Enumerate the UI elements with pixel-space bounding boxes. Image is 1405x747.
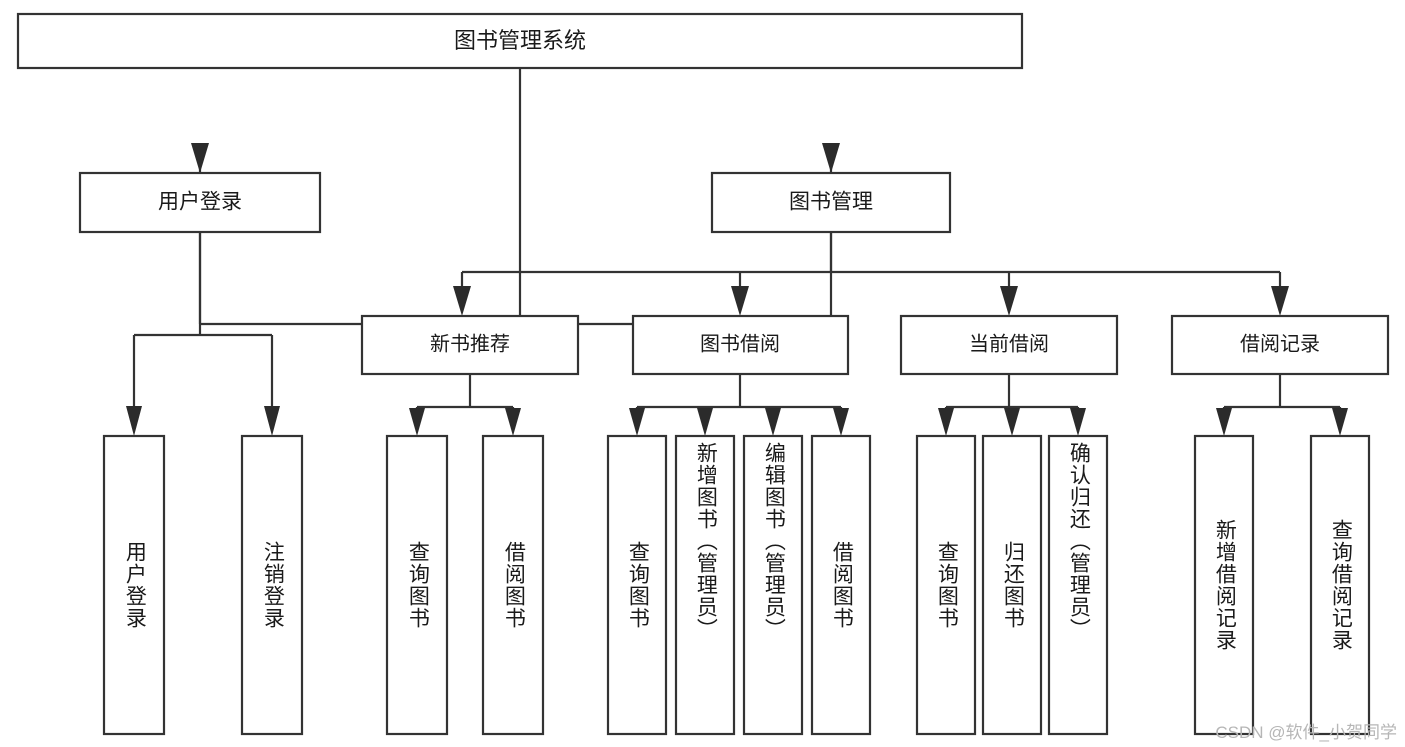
arrow-head-leaf-add-borrow-record — [1216, 408, 1232, 436]
arrow-head-leaf-return-book — [1004, 408, 1020, 436]
node-leaf-query-book-rec[interactable] — [385, 434, 449, 736]
arrow-head-current-borrow — [1000, 286, 1018, 316]
node-book-borrow[interactable] — [631, 314, 850, 376]
connector-layer — [126, 68, 1348, 436]
arrow-head-leaf-user-logout — [264, 406, 280, 436]
arrow-head-leaf-borrow-book-rec — [505, 408, 521, 436]
node-borrow-record-label: 借阅记录 — [1240, 332, 1320, 355]
node-user-login-label: 用户登录 — [158, 191, 242, 214]
node-leaf-borrow-book-rec[interactable] — [481, 434, 545, 736]
node-leaf-add-borrow-record[interactable] — [1193, 434, 1255, 736]
node-new-book-rec-label: 新书推荐 — [430, 332, 510, 355]
node-leaf-confirm-return[interactable] — [1047, 434, 1109, 736]
node-new-book-rec[interactable] — [360, 314, 580, 376]
node-leaf-return-book[interactable] — [981, 434, 1043, 736]
node-leaf-borrow-book[interactable] — [810, 434, 872, 736]
node-current-borrow[interactable] — [899, 314, 1119, 376]
arrow-head-leaf-borrow-book — [833, 408, 849, 436]
arrow-head-book-borrow — [731, 286, 749, 316]
arrow-head-leaf-query-book-rec — [409, 408, 425, 436]
node-leaf-add-book-admin[interactable] — [674, 434, 736, 736]
arrow-head-leaf-add-book-admin — [697, 408, 713, 436]
node-leaf-edit-book-admin[interactable] — [742, 434, 804, 736]
arrow-head-new-book-rec — [453, 286, 471, 316]
arrow-head-leaf-query-book-cur — [938, 408, 954, 436]
node-book-manage[interactable] — [710, 171, 952, 234]
node-root-label: 图书管理系统 — [454, 28, 586, 53]
node-leaf-query-book-cur[interactable] — [915, 434, 977, 736]
arrow-head-leaf-query-borrow-record — [1332, 408, 1348, 436]
arrow-head-leaf-user-login — [126, 406, 142, 436]
node-layer: 图书管理系统 用户登录 图书管理 新书推荐 图书借阅 当前借阅 借阅记录 — [16, 12, 1390, 736]
node-leaf-user-logout[interactable] — [240, 434, 304, 736]
node-borrow-record[interactable] — [1170, 314, 1390, 376]
arrow-head-user-login — [191, 143, 209, 173]
node-book-manage-label: 图书管理 — [789, 191, 873, 214]
node-leaf-query-borrow-record[interactable] — [1309, 434, 1371, 736]
node-leaf-query-book[interactable] — [606, 434, 668, 736]
node-book-borrow-label: 图书借阅 — [700, 332, 780, 355]
arrow-head-leaf-confirm-return — [1070, 408, 1086, 436]
arrow-head-leaf-query-book — [629, 408, 645, 436]
node-root[interactable] — [16, 12, 1024, 70]
arrow-head-leaf-edit-book-admin — [765, 408, 781, 436]
node-leaf-user-login[interactable] — [102, 434, 166, 736]
arrow-head-book-manage — [822, 143, 840, 173]
watermark-text: CSDN @软件_小贺同学 — [1215, 723, 1397, 742]
arrow-head-borrow-record — [1271, 286, 1289, 316]
node-user-login[interactable] — [78, 171, 322, 234]
node-current-borrow-label: 当前借阅 — [969, 332, 1049, 355]
